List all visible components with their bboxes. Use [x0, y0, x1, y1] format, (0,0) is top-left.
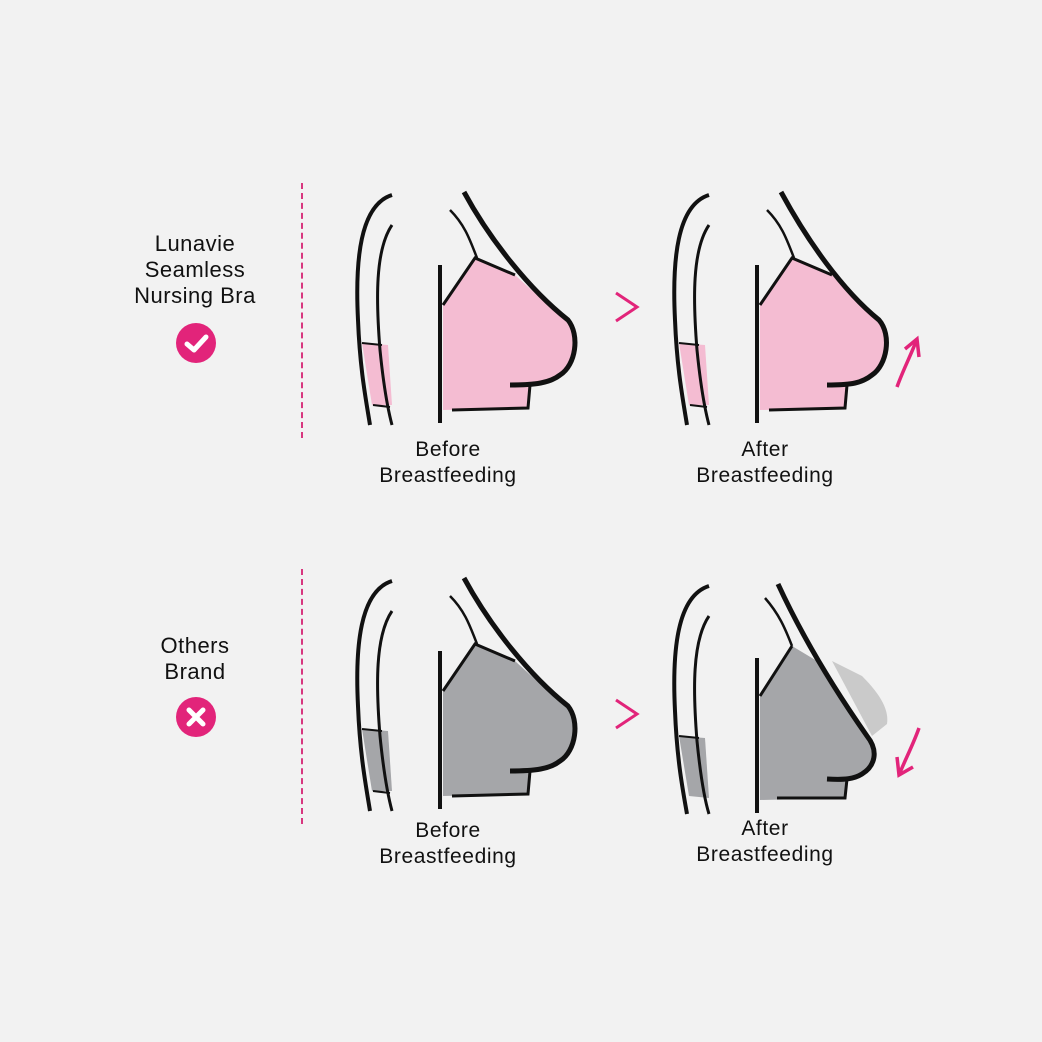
chevron-right-icon — [615, 291, 640, 323]
caption-line: After — [741, 817, 789, 840]
caption-line: Before — [415, 819, 481, 842]
after-figure-gray — [672, 582, 888, 815]
brand-label-line: Others — [160, 633, 230, 658]
caption-line: Breastfeeding — [696, 464, 834, 487]
before-caption: Before Breastfeeding — [348, 437, 548, 489]
before-figure-gray — [355, 576, 578, 812]
after-caption: After Breastfeeding — [665, 816, 865, 868]
caption-line: Breastfeeding — [379, 464, 517, 487]
x-icon — [176, 697, 216, 737]
chevron-right-icon — [615, 698, 640, 730]
caption-line: After — [741, 438, 789, 461]
after-caption: After Breastfeeding — [665, 437, 865, 489]
caption-line: Breastfeeding — [696, 843, 834, 866]
brand-label-line: Seamless — [144, 257, 246, 282]
dashed-divider — [301, 183, 303, 438]
brand-label-lunavie: Lunavie Seamless Nursing Bra — [110, 231, 280, 309]
before-figure-pink — [355, 190, 578, 426]
before-caption: Before Breastfeeding — [348, 818, 548, 870]
caption-line: Breastfeeding — [379, 845, 517, 868]
brand-label-line: Lunavie — [154, 231, 236, 256]
dashed-divider — [301, 569, 303, 824]
check-icon — [176, 323, 216, 363]
after-figure-pink — [672, 190, 889, 426]
arrow-down-left-icon — [895, 727, 921, 778]
brand-label-others: Others Brand — [110, 633, 280, 685]
brand-label-line: Nursing Bra — [134, 283, 256, 308]
brand-label-line: Brand — [164, 659, 226, 684]
caption-line: Before — [415, 438, 481, 461]
arrow-up-right-icon — [895, 335, 921, 388]
